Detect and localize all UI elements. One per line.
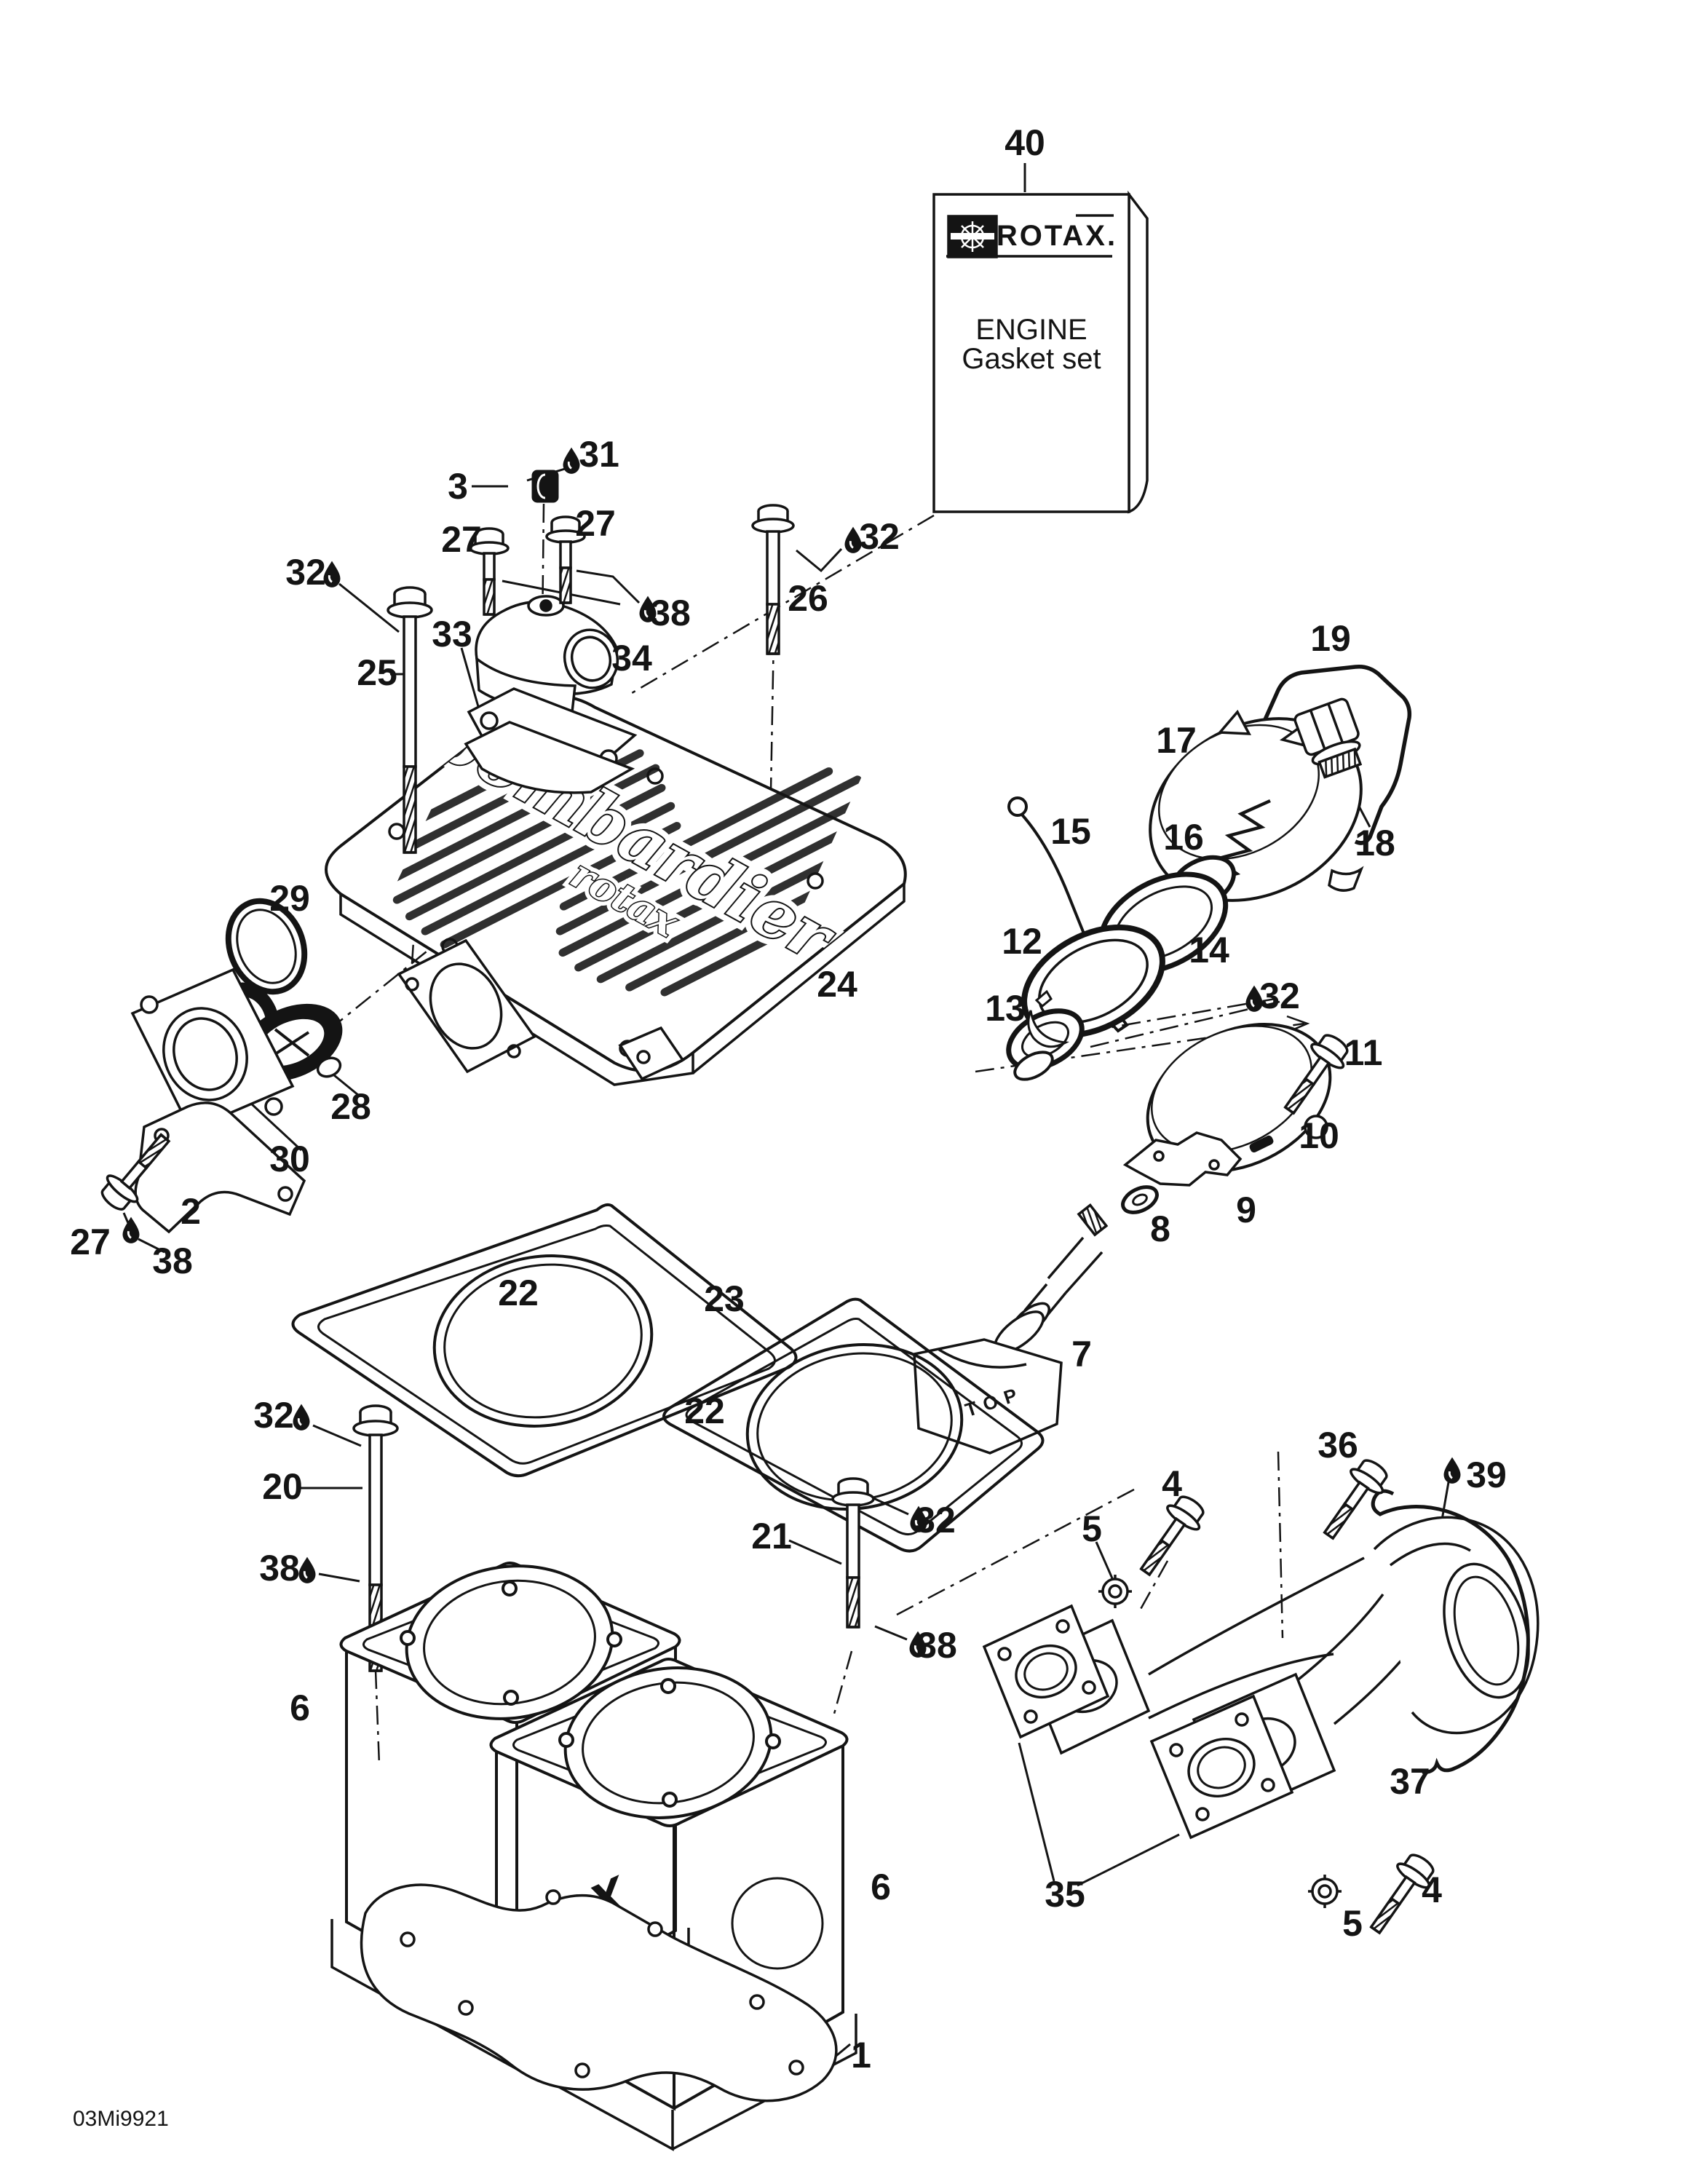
callout-40: 40 — [1005, 122, 1045, 163]
clip-13 — [1027, 989, 1070, 1048]
callout-20: 20 — [262, 1466, 303, 1507]
callout-22: 22 — [498, 1273, 539, 1313]
gasket-set-box — [932, 190, 1149, 514]
gasket-box-line1: ENGINE — [975, 314, 1087, 346]
callout-16: 16 — [1163, 817, 1204, 858]
callout-14: 14 — [1189, 930, 1229, 970]
bolt-4a — [1128, 1489, 1212, 1584]
cover-17 — [1149, 709, 1364, 902]
retainer-wire-19 — [1250, 664, 1412, 845]
gasket-9 — [1122, 1131, 1243, 1187]
callout-3: 3 — [448, 466, 468, 507]
callout-33: 33 — [432, 614, 472, 654]
callout-1: 1 — [851, 2035, 871, 2076]
callout-38: 38 — [916, 1625, 957, 1666]
callout-32: 32 — [1259, 976, 1300, 1016]
callout-38: 38 — [152, 1241, 193, 1281]
callout-26: 26 — [788, 578, 828, 619]
callout-25: 25 — [357, 652, 397, 693]
bolt-36 — [1312, 1452, 1395, 1548]
callout-5: 5 — [1082, 1508, 1102, 1549]
valve-12 — [1006, 924, 1165, 1081]
o-ring-29 — [225, 898, 308, 995]
callout-11: 11 — [1344, 1032, 1383, 1073]
callout-9: 9 — [1236, 1190, 1256, 1230]
oil-drop-icon — [122, 1216, 140, 1245]
cylinder-left — [330, 1562, 690, 2071]
drawing-code: 03Mi9921 — [73, 2107, 169, 2131]
callout-32: 32 — [859, 516, 900, 557]
callout-31: 31 — [579, 434, 619, 475]
callout-15: 15 — [1050, 811, 1091, 852]
callout-4: 4 — [1422, 1870, 1442, 1910]
washer-5b — [1307, 1873, 1343, 1910]
callout-36: 36 — [1317, 1425, 1358, 1465]
callout-12: 12 — [1002, 921, 1042, 962]
elbow-gasket — [464, 721, 635, 794]
callout-38: 38 — [259, 1548, 300, 1588]
callout-4: 4 — [1162, 1463, 1182, 1504]
callout-6: 6 — [871, 1867, 891, 1907]
callout-37: 37 — [1390, 1761, 1430, 1802]
water-outlet-elbow — [464, 595, 638, 794]
callout-27: 27 — [70, 1222, 111, 1262]
callout-27: 27 — [575, 503, 616, 544]
gasket-box-line2: Gasket set — [962, 343, 1101, 375]
head-gasket-22-right — [662, 1297, 1045, 1553]
callout-21: 21 — [751, 1516, 792, 1556]
callout-18: 18 — [1355, 823, 1395, 863]
oil-drop-icon — [322, 560, 341, 589]
oil-drop-icon — [562, 446, 581, 475]
callout-22: 22 — [684, 1390, 725, 1431]
oil-drop-icon — [298, 1556, 317, 1585]
callout-6: 6 — [290, 1688, 310, 1728]
clamp-wire-37 — [1371, 1489, 1530, 1774]
washer-8 — [1121, 1185, 1159, 1214]
callout-8: 8 — [1150, 1208, 1170, 1249]
callout-32: 32 — [915, 1500, 956, 1540]
callout-38: 38 — [650, 593, 691, 633]
callout-23: 23 — [704, 1278, 745, 1319]
callout-29: 29 — [269, 878, 310, 919]
construction-lines — [171, 503, 1305, 1765]
callout-19: 19 — [1310, 618, 1351, 659]
washer-5a — [1097, 1573, 1133, 1610]
callout-32: 32 — [253, 1395, 294, 1436]
callout-7: 7 — [1071, 1334, 1092, 1374]
gasket-box-brand: ROTAX. — [996, 220, 1117, 252]
callout-24: 24 — [817, 964, 857, 1005]
bolt-21 — [831, 1477, 875, 1629]
callout-32: 32 — [285, 552, 326, 593]
thermostat-housing-30 — [130, 968, 295, 1132]
impeller-shaft-7 — [913, 1203, 1109, 1455]
nut-3 — [531, 470, 559, 503]
callout-35: 35 — [1045, 1874, 1085, 1915]
callout-5: 5 — [1342, 1903, 1363, 1944]
callout-17: 17 — [1156, 720, 1197, 761]
oil-drop-icon — [292, 1403, 311, 1432]
exhaust-gaskets-35 — [982, 1604, 1294, 1840]
cylinder-head-cover: bombardier bombardier rotax rotax — [325, 695, 912, 1086]
pump-cover-10 — [1146, 1023, 1332, 1173]
plug-18 — [1293, 697, 1363, 779]
callout-13: 13 — [985, 988, 1026, 1029]
callout-39: 39 — [1466, 1455, 1507, 1495]
callout-2: 2 — [181, 1191, 201, 1232]
callout-27: 27 — [441, 519, 482, 560]
callout-34: 34 — [611, 638, 652, 678]
callout-28: 28 — [330, 1086, 371, 1127]
oil-drop-icon — [1443, 1456, 1462, 1485]
callout-30: 30 — [269, 1139, 310, 1179]
cylinder-right — [482, 1658, 857, 2151]
callout-10: 10 — [1299, 1115, 1339, 1156]
base-gasket-1 — [360, 1883, 838, 2102]
